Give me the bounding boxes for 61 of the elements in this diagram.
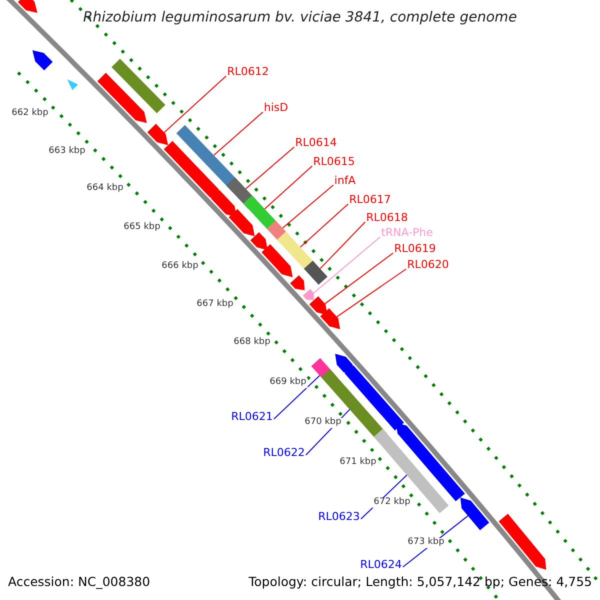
footer-text: Topology: circular; Length: 5,057,142 bp; Genes: 4,755 <box>248 575 592 589</box>
tick-label: 665 kbp <box>122 223 162 233</box>
cog-bar <box>112 58 166 114</box>
cog-bar <box>243 195 278 231</box>
tick-label: 666 kbp <box>160 262 200 272</box>
gene-label: RL0619 <box>394 242 436 256</box>
cog-bar <box>277 232 315 271</box>
gene-marker <box>97 72 147 123</box>
leader-line <box>213 112 264 156</box>
gene-label: RL0623 <box>318 510 360 524</box>
title: Rhizobium leguminosarum bv. viciae 3841, complete genome <box>83 10 517 26</box>
gene-marker <box>498 514 546 570</box>
leader-line <box>324 252 394 304</box>
leader-line <box>313 236 381 294</box>
tick-label: 663 kbp <box>48 147 86 157</box>
tick-label: 667 kbp <box>196 300 234 310</box>
tick-label: 671 kbp <box>338 458 378 468</box>
tick-label: 673 kbp <box>406 538 446 548</box>
gene-label: RL0617 <box>349 194 391 206</box>
leader-line <box>273 375 320 420</box>
gene-marker <box>262 244 293 278</box>
leader-line <box>300 204 349 248</box>
gene-marker <box>18 0 38 13</box>
tick-label: 662 kbp <box>10 109 50 119</box>
gene-marker <box>320 308 340 330</box>
gene-label: RL0624 <box>360 558 402 572</box>
tick-label: 672 kbp <box>372 498 412 508</box>
leader-line <box>282 184 334 228</box>
gene-label: RL0622 <box>263 446 305 460</box>
gene-label: RL0615 <box>313 156 355 168</box>
gene-label: RL0614 <box>295 136 337 150</box>
leader-line <box>164 76 227 133</box>
leader-line <box>245 146 295 190</box>
gene-marker <box>228 209 255 236</box>
gene-marker <box>460 498 490 530</box>
gene-marker <box>67 79 78 90</box>
gene-marker <box>302 288 314 300</box>
gene-label: tRNA-Phe <box>381 226 433 240</box>
tick-label: 670 kbp <box>304 418 342 428</box>
gene-label: RL0620 <box>407 258 449 272</box>
gene-marker <box>164 140 221 200</box>
leader-line <box>320 222 366 270</box>
leader-line <box>336 268 407 318</box>
gene-marker <box>290 275 305 290</box>
footer-text: Accession: NC_008380 <box>8 575 150 589</box>
gene-label: hisD <box>264 102 288 114</box>
tick-label: 664 kbp <box>86 184 124 194</box>
gene-marker <box>343 362 404 430</box>
gene-marker <box>309 296 328 316</box>
cog-bar <box>304 260 328 285</box>
gene-label: RL0621 <box>231 410 273 424</box>
gene-label: infA <box>334 174 356 188</box>
gene-label: RL0618 <box>366 212 408 224</box>
tick-label: 669 kbp <box>268 378 308 388</box>
gene-label: RL0612 <box>227 66 269 78</box>
gene-marker <box>210 190 237 218</box>
gene-marker <box>32 50 53 70</box>
gene-marker <box>147 124 168 146</box>
tick-label: 668 kbp <box>232 338 272 348</box>
gene-marker <box>250 232 268 250</box>
leader-line <box>264 166 313 210</box>
